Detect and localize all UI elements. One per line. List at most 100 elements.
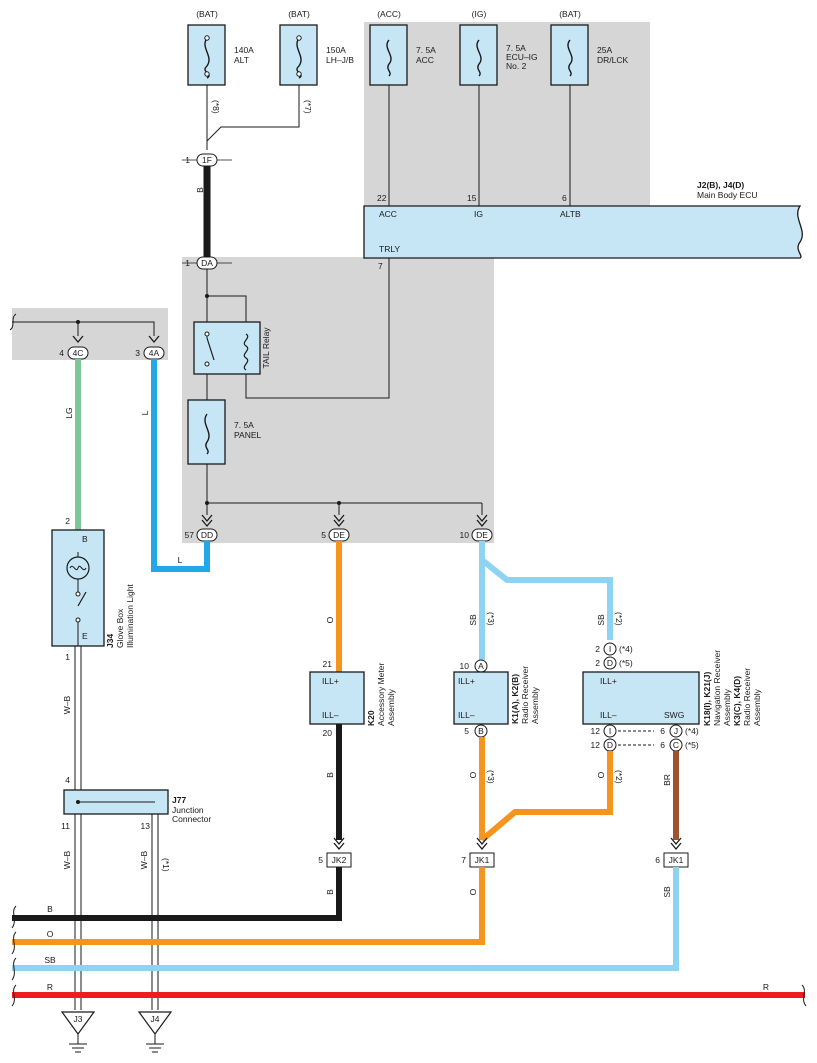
- radio-pin-bottom: 5: [464, 726, 469, 736]
- fuse-alt-rating: 140A: [234, 45, 254, 55]
- fuse-lhjb-note: (*7): [303, 100, 313, 114]
- fuse-lhjb-name: LH–J/B: [326, 55, 354, 65]
- bg-region-ecu-fuses: [364, 22, 650, 206]
- nav-top-note-2: (*5): [619, 658, 633, 668]
- nav-top-conn-2: D: [607, 658, 613, 668]
- ecu-pin-6: 6: [562, 193, 567, 203]
- radio-receiver-a: 10 A ILL+ ILL– 5 B K1(A), K2(B) Radio Re…: [453, 659, 540, 738]
- radio-term-top: ILL+: [458, 676, 475, 686]
- connector-DA-pin: 1: [185, 258, 190, 268]
- panel-fuse-name: PANEL: [234, 430, 262, 440]
- connector-DE-5-pin: 5: [321, 530, 326, 540]
- fuse-drlck: (BAT) 25A DR/LCK: [550, 9, 629, 86]
- ground-j3: J3: [60, 1011, 96, 1053]
- glove-box-light: 2 B E J34 Glove Box Illumination Light 1: [51, 516, 135, 662]
- junction-pin-left: 11: [61, 821, 70, 831]
- wire-label-wb-j77b-note: (*1): [161, 858, 171, 872]
- fuse-ecu-ig-rating: 7. 5A: [506, 43, 526, 53]
- wire-label-sb-nav: SB: [596, 614, 606, 626]
- tail-relay: TAIL Relay: [193, 321, 271, 375]
- bus-label-r: R: [47, 982, 53, 992]
- nav-name4: Assembly: [752, 688, 762, 726]
- wire-l: [151, 359, 210, 572]
- nav-term-bottom: ILL–: [600, 710, 617, 720]
- meter-code: K20: [366, 710, 376, 726]
- wire-label-lg: LG: [64, 407, 74, 418]
- fuse-ecu-ig-source: (IG): [472, 9, 487, 19]
- wire-sb-jk1: [12, 867, 679, 971]
- glove-box-term-b: B: [82, 534, 88, 544]
- nav-bottom-conn-2: D: [607, 740, 613, 750]
- navigation-receiver: 2 I (*4) 2 D (*5) ILL+ ILL– SWG 12 I 12 …: [582, 642, 762, 752]
- connector-jk1-7: 7 JK1: [461, 852, 495, 868]
- nav-bottom-pin-2: 12: [591, 740, 601, 750]
- fuse-alt: (BAT) 140A ALT: [187, 9, 254, 86]
- wire-label-o-meter: O: [325, 616, 335, 623]
- ecu-term-altb: ALTB: [560, 209, 581, 219]
- meter-term-bottom: ILL–: [322, 710, 339, 720]
- fuse-ecu-ig-name2: No. 2: [506, 61, 527, 71]
- wire-label-wb-glove: W–B: [62, 695, 72, 714]
- connector-4A-pin: 3: [135, 348, 140, 358]
- nav-term-top: ILL+: [600, 676, 617, 686]
- ground-j4-label: J4: [151, 1014, 160, 1024]
- wire-label-o-radio-note: (*3): [486, 770, 496, 784]
- wire-wb-glove: [74, 646, 82, 1010]
- ecu-term-ig: IG: [474, 209, 483, 219]
- nav-swg-note-2: (*5): [685, 740, 699, 750]
- radio-pin-top: 10: [460, 661, 470, 671]
- connector-1F-pin: 1: [185, 155, 190, 165]
- junction-pin-right: 13: [141, 821, 151, 831]
- jk1b-id: JK1: [669, 855, 684, 865]
- fuse-lhjb-rating: 150A: [326, 45, 346, 55]
- fuse-alt-source: (BAT): [196, 9, 218, 19]
- nav-top-conn-1: I: [609, 644, 611, 654]
- connector-1F: 1 1F: [182, 153, 232, 167]
- radio-conn-bottom: B: [478, 726, 484, 736]
- nav-swg-pin-2: 6: [660, 740, 665, 750]
- ground-j4: J4: [137, 1011, 173, 1053]
- connector-jk1-6: 6 JK1: [655, 852, 689, 868]
- jk2-id: JK2: [332, 855, 347, 865]
- wire-label-b-meter: B: [325, 772, 335, 778]
- connector-DE-10: 10 DE: [460, 528, 493, 542]
- left-upper-wires: [9, 313, 155, 336]
- connector-DD-id: DD: [201, 530, 213, 540]
- fuse-lhjb: (BAT) 150A LH–J/B: [279, 9, 354, 86]
- wire-sb-nav: [480, 557, 613, 640]
- ecu-term-trly: TRLY: [379, 244, 400, 254]
- jk1b-pin: 6: [655, 855, 660, 865]
- ecu-pin-7: 7: [378, 261, 383, 271]
- nav-code2: K3(C), K4(D): [732, 676, 742, 726]
- connector-4C-pin: 4: [59, 348, 64, 358]
- meter-name2: Assembly: [386, 688, 396, 726]
- wire-label-o-nav-note: (*2): [614, 770, 624, 784]
- ground-j3-label: J3: [74, 1014, 83, 1024]
- ecu-pin-22: 22: [377, 193, 387, 203]
- glove-box-name: Glove Box: [115, 608, 125, 648]
- nav-top-note-1: (*4): [619, 644, 633, 654]
- wire-label-b-jk2: B: [325, 889, 335, 895]
- connector-4A-id: 4A: [149, 348, 160, 358]
- wire-label-l2: L: [178, 555, 183, 565]
- radio-name2: Assembly: [530, 686, 540, 724]
- fuse-drlck-name: DR/LCK: [597, 55, 629, 65]
- junction-code: J77: [172, 795, 186, 805]
- meter-name: Accessory Meter: [376, 663, 386, 726]
- radio-term-bottom: ILL–: [458, 710, 475, 720]
- meter-pin-bottom: 20: [323, 728, 333, 738]
- nav-top-pin-2: 2: [595, 658, 600, 668]
- nav-swg-pin-1: 6: [660, 726, 665, 736]
- bus-label-b: B: [47, 904, 53, 914]
- fuse-acc-rating: 7. 5A: [416, 45, 436, 55]
- nav-swg-conn-1: J: [674, 726, 678, 736]
- wire-label-b-fuse: B: [195, 187, 205, 193]
- bus-label-o: O: [47, 929, 54, 939]
- bus-label-sb: SB: [44, 955, 56, 965]
- connector-jk2: 5 JK2: [318, 852, 352, 868]
- connector-DA-id: DA: [201, 258, 213, 268]
- radio-code: K1(A), K2(B): [510, 674, 520, 724]
- meter-term-top: ILL+: [322, 676, 339, 686]
- meter-pin-top: 21: [323, 659, 333, 669]
- wire-label-br: BR: [662, 774, 672, 786]
